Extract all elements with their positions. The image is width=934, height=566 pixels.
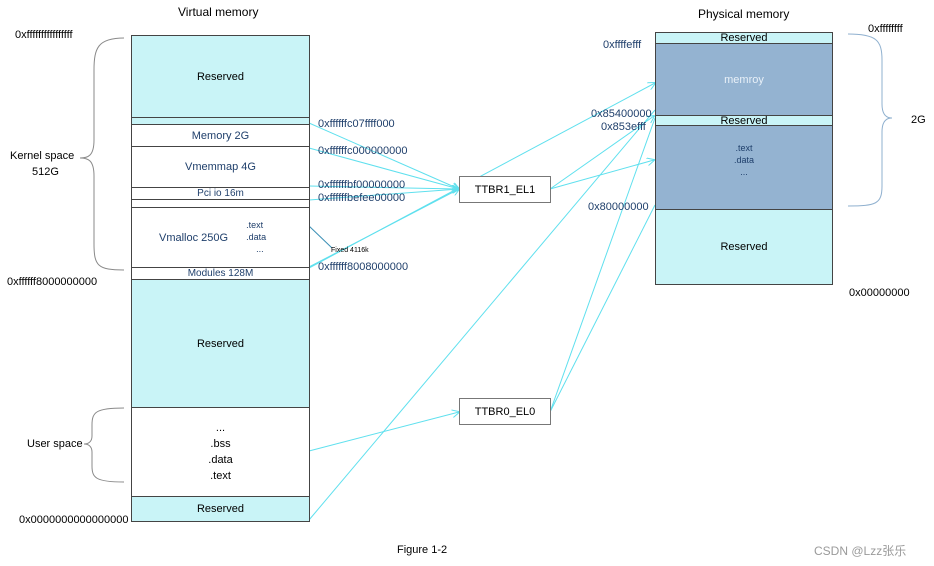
phys-more-item: ... <box>740 167 748 177</box>
ttbr1-el1-label: TTBR1_EL1 <box>474 183 536 196</box>
virtual-user-space: ... .bss .data .text <box>131 407 310 497</box>
line-ttbr0-to-physical-a <box>549 117 656 413</box>
virtual-reserved-bottom-label: Reserved <box>196 503 245 515</box>
virtual-vmalloc: Vmalloc 250G .text .data ... <box>131 207 310 268</box>
figure-caption: Figure 1-2 <box>397 544 448 556</box>
vmalloc-more-item: ... <box>256 243 264 254</box>
fixed-label: Fixed 4116k <box>331 247 369 254</box>
paddr-bottom: 0x00000000 <box>849 287 910 299</box>
virtual-memory-2g-label: Memory 2G <box>191 129 250 142</box>
ttbr1-el1-box: TTBR1_EL1 <box>459 176 551 203</box>
user-bss-item: .bss <box>210 438 231 450</box>
virtual-reserved-mid: Reserved <box>131 279 310 408</box>
kernel-space-brace <box>79 37 125 271</box>
physical-memroy: memroy <box>655 43 833 116</box>
physical-size-label: 2G <box>911 114 926 126</box>
paddr-efff: 0xffffefff <box>603 39 642 51</box>
virtual-reserved-bottom: Reserved <box>131 496 310 522</box>
vaddr-modules-start: 0xffffff8008000000 <box>318 261 409 273</box>
vmalloc-section-list: .text .data ... <box>246 219 266 255</box>
virtual-reserved-top-label: Reserved <box>196 70 245 83</box>
kernel-space-label: Kernel space <box>10 150 75 162</box>
virtual-vmemmap: Vmemmap 4G <box>131 146 310 188</box>
virtual-vmemmap-label: Vmemmap 4G <box>185 161 256 173</box>
virtual-memory-2g: Memory 2G <box>131 124 310 147</box>
physical-memory-title: Physical memory <box>698 7 790 21</box>
user-space-label: User space <box>27 438 83 450</box>
paddr-853: 0x853efff <box>601 121 646 133</box>
arrow-pci-to-ttbr1 <box>308 186 459 189</box>
ttbr0-el0-label: TTBR0_EL0 <box>474 405 536 418</box>
vaddr-vmemmap-start: 0xffffffc000000000 <box>318 145 408 157</box>
line-user-to-physical-a <box>308 109 656 521</box>
virtual-vmalloc-label: Vmalloc 250G <box>159 231 229 244</box>
user-space-brace <box>83 407 125 483</box>
phys-data-item: .data <box>733 155 755 165</box>
vmalloc-text-item: .text <box>246 219 264 230</box>
vmalloc-data-item: .data <box>246 231 267 242</box>
virtual-reserved-mid-label: Reserved <box>196 337 245 350</box>
paddr-854: 0x85400000 <box>591 108 652 120</box>
physical-reserved-bottom: Reserved <box>655 209 833 285</box>
vaddr-pci-start: 0xffffffbf00000000 <box>318 179 406 191</box>
paddr-top: 0xffffffff <box>868 23 903 35</box>
virtual-reserved-top: Reserved <box>131 35 310 118</box>
arrow-ttbr1-to-memroy <box>549 116 654 190</box>
vaddr-fixed-start: 0xffffffbefee00000 <box>318 192 406 204</box>
line-modules-to-physical <box>308 83 655 269</box>
physical-reserved-mid-label: Reserved <box>720 114 768 127</box>
kernel-space-size: 512G <box>32 166 59 178</box>
arrow-ttbr1-to-kernel <box>549 160 654 190</box>
virtual-modules-label: Modules 128M <box>187 268 254 279</box>
user-text-item: .text <box>210 470 231 482</box>
arrow-vmemmap-to-ttbr1 <box>308 147 459 189</box>
arrow-fixed-to-ttbr1 <box>308 189 459 201</box>
phys-text-item: .text <box>735 143 753 153</box>
physical-2g-brace <box>847 33 893 207</box>
virtual-pci-io-label: Pci io 16m <box>197 188 244 199</box>
physical-memroy-label: memroy <box>724 73 764 86</box>
paddr-800: 0x80000000 <box>588 201 649 213</box>
kernel-end-address: 0xffffff8000000000 <box>7 276 98 288</box>
vaddr-memory-end: 0xffffffc07ffff000 <box>318 118 395 130</box>
ttbr0-el0-box: TTBR0_EL0 <box>459 398 551 425</box>
user-more-item: ... <box>215 422 226 434</box>
watermark: CSDN @Lzz张乐 <box>814 544 907 558</box>
virtual-top-address: 0xffffffffffffffff <box>15 29 73 41</box>
physical-reserved-bottom-label: Reserved <box>720 241 768 253</box>
virtual-memory-title: Virtual memory <box>178 5 259 19</box>
line-ttbr0-to-physical-b <box>549 204 656 413</box>
physical-reserved-top-label: Reserved <box>720 32 768 44</box>
arrow-memory-to-ttbr1 <box>308 122 459 189</box>
user-data-item: .data <box>208 454 233 466</box>
virtual-bottom-address: 0x0000000000000000 <box>19 514 129 526</box>
physical-kernel-image: .text .data ... <box>655 125 833 210</box>
